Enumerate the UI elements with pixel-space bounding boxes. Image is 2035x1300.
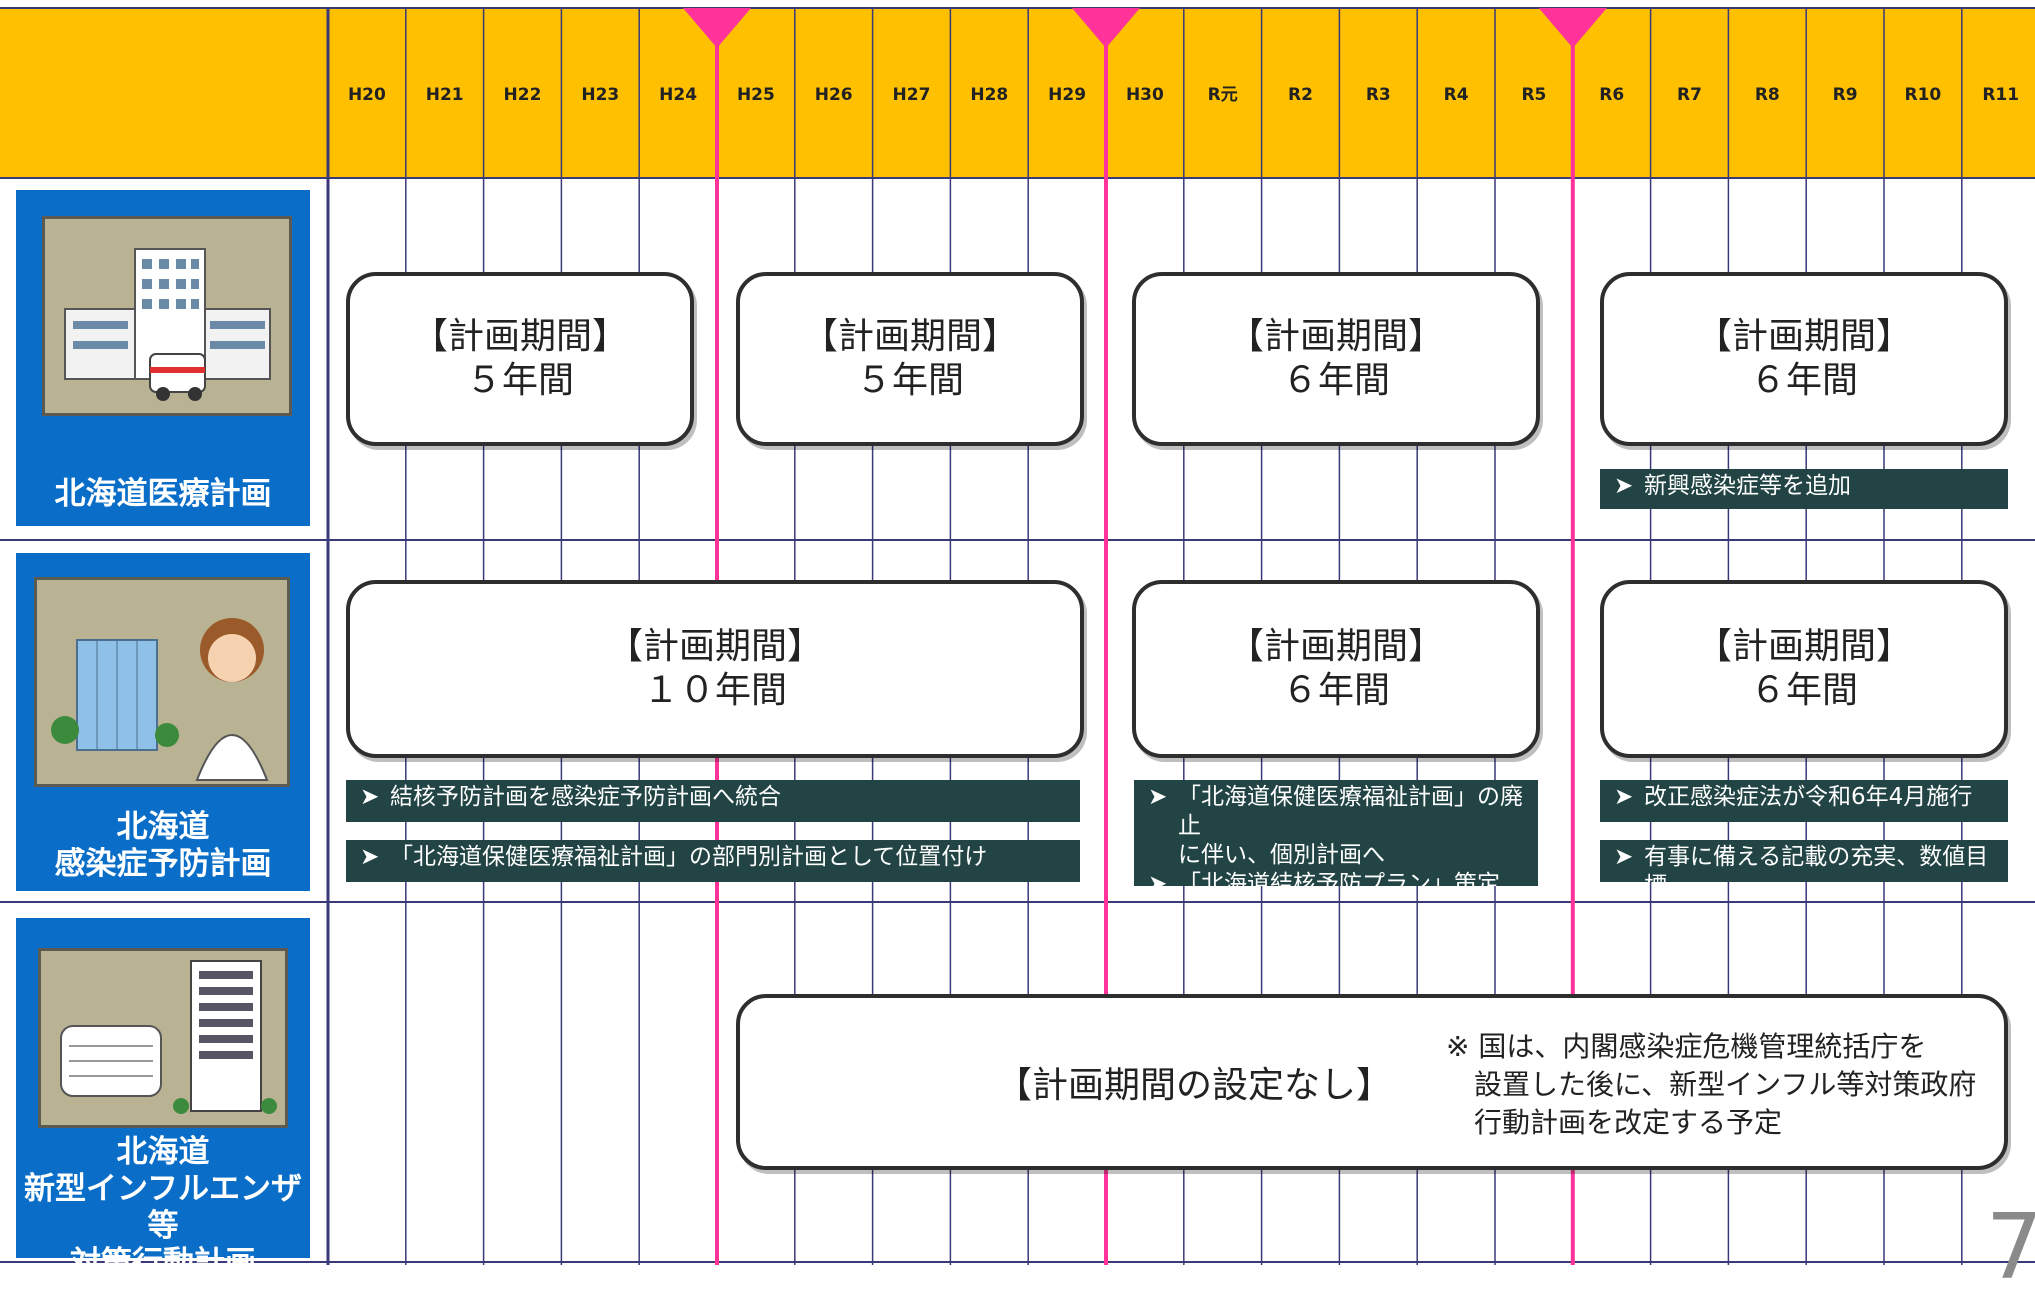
plan-note: ➤有事に備える記載の充実、数値目標 (1600, 840, 2008, 882)
plan-note: ➤結核予防計画を感染症予防計画へ統合 (346, 780, 1080, 822)
year-label: R11 (1982, 85, 2019, 105)
year-label: R7 (1677, 85, 1702, 105)
year-label: H30 (1126, 85, 1164, 105)
year-label: R5 (1521, 85, 1546, 105)
hospital-ambulance-illustration (42, 216, 292, 416)
bullet-arrow-icon: ➤ (1148, 871, 1168, 886)
plan-period-title: 【計画期間】 (1695, 626, 1912, 667)
plan-note: ➤新興感染症等を追加 (1600, 469, 2008, 509)
year-header-band (0, 8, 2035, 178)
bullet-arrow-icon: ➤ (1614, 844, 1634, 870)
plan-period-length: ５年間 (465, 360, 574, 401)
plan-period-box: 【計画期間の設定なし】 ※ 国は、内閣感染症危機管理統括庁を 設置した後に、新型… (736, 994, 2008, 1170)
plan-period-length: ６年間 (1749, 670, 1858, 711)
year-label: R3 (1366, 85, 1391, 105)
row-label-text: 北海道 新型インフルエンザ等 対策行動計画 (23, 1134, 303, 1281)
year-label: R9 (1833, 85, 1858, 105)
bullet-arrow-icon: ➤ (1614, 473, 1634, 499)
plan-note: ➤改正感染症法が令和6年4月施行 (1600, 780, 2008, 822)
plan-period-title: 【計画期間】 (606, 626, 823, 667)
plan-period-box: 【計画期間】 ６年間 (1600, 272, 2008, 446)
year-label: H23 (581, 85, 619, 105)
plan-period-box: 【計画期間】 ５年間 (736, 272, 1084, 446)
bullet-arrow-icon: ➤ (360, 784, 380, 810)
year-label: H20 (348, 85, 386, 105)
plan-period-title: 【計画期間】 (1695, 316, 1912, 357)
plan-period-length: ６年間 (1281, 360, 1390, 401)
year-label: H28 (970, 85, 1008, 105)
plan-period-length: ５年間 (855, 360, 964, 401)
row-label-medical-plan: 北海道医療計画 (16, 190, 310, 526)
plan-period-title: 【計画期間】 (801, 316, 1018, 357)
row-label-text: 北海道医療計画 (54, 476, 272, 512)
year-label: H24 (659, 85, 697, 105)
year-label: H22 (504, 85, 542, 105)
year-label: R6 (1599, 85, 1624, 105)
plan-period-length: ６年間 (1281, 670, 1390, 711)
year-label: R元 (1208, 85, 1238, 105)
boundary-marker-triangle-icon (683, 8, 751, 48)
bullet-arrow-icon: ➤ (360, 844, 380, 870)
plan-remark: ※ 国は、内閣感染症危機管理統括庁を 設置した後に、新型インフル等対策政府 行動… (1446, 1030, 1977, 1139)
boundary-marker-triangle-icon (1538, 8, 1607, 48)
plan-period-length: １０年間 (642, 670, 787, 711)
year-label: R2 (1288, 85, 1313, 105)
building-and-nurse-illustration (34, 577, 290, 787)
year-label: R10 (1905, 85, 1942, 105)
year-label: H29 (1048, 85, 1086, 105)
plan-note: ➤「北海道保健医療福祉計画」の部門別計画として位置付け (346, 840, 1080, 882)
plan-period-title: 【計画期間】 (411, 316, 628, 357)
plan-period-box: 【計画期間】 １０年間 (346, 580, 1084, 758)
plan-period-title: 【計画期間】 (1227, 626, 1444, 667)
row-label-infection-prevention-plan: 北海道 感染症予防計画 (16, 553, 310, 891)
year-label: H25 (737, 85, 775, 105)
page-number: 7 (1985, 1195, 2035, 1300)
plan-period-title: 【計画期間】 (1227, 316, 1444, 357)
year-label: R8 (1755, 85, 1780, 105)
year-label: H26 (815, 85, 853, 105)
plan-period-title: 【計画期間の設定なし】 (996, 1065, 1393, 1106)
mask-and-building-illustration (38, 948, 288, 1128)
year-label: H27 (893, 85, 931, 105)
bullet-arrow-icon: ➤ (1148, 784, 1168, 810)
plan-period-box: 【計画期間】 ６年間 (1132, 580, 1540, 758)
row-label-text: 北海道 感染症予防計画 (54, 809, 272, 882)
row-label-influenza-action-plan: 北海道 新型インフルエンザ等 対策行動計画 (16, 918, 310, 1281)
plan-period-box: 【計画期間】 ６年間 (1600, 580, 2008, 758)
year-label: H21 (426, 85, 464, 105)
bullet-arrow-icon: ➤ (1614, 784, 1634, 810)
plan-period-box: 【計画期間】 ５年間 (346, 272, 694, 446)
plan-period-box: 【計画期間】 ６年間 (1132, 272, 1540, 446)
year-label: R4 (1444, 85, 1469, 105)
plan-period-length: ６年間 (1749, 360, 1858, 401)
boundary-marker-triangle-icon (1072, 8, 1140, 48)
plan-note: ➤「北海道保健医療福祉計画」の廃止 に伴い、個別計画へ ➤「北海道結核予防プラン… (1134, 780, 1538, 886)
